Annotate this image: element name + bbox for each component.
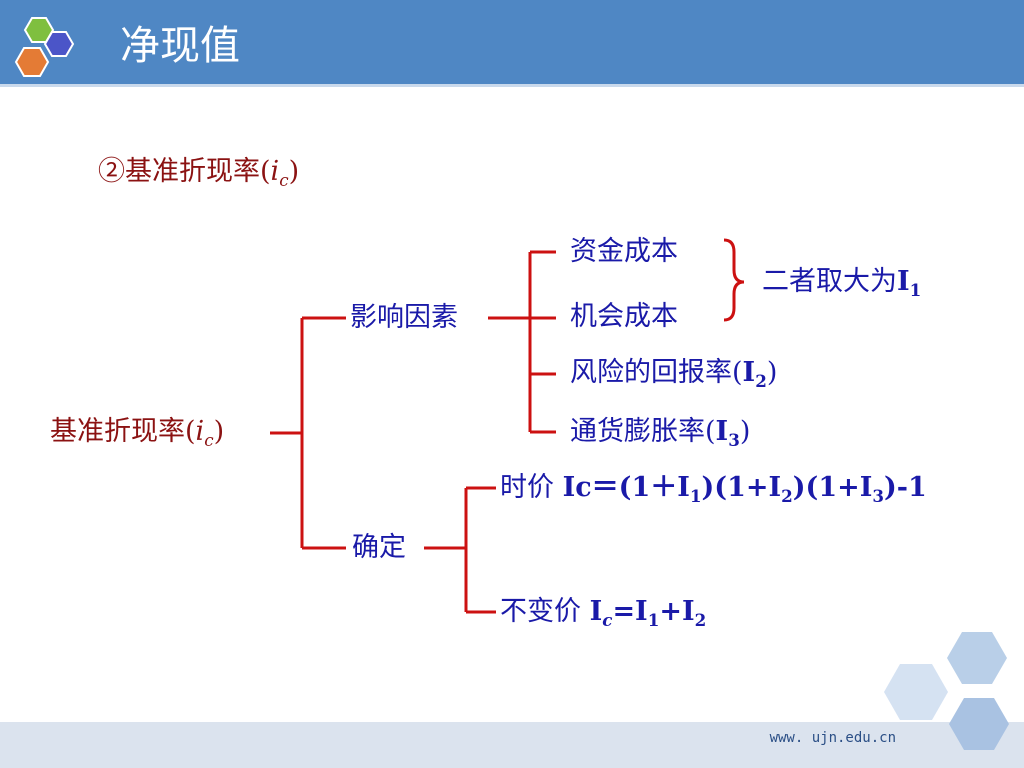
opportunity-cost-item: 机会成本 [570,301,678,332]
root-node-label: 基准折现率(ic) [50,416,225,450]
footer-band [0,722,1024,768]
determine-label: 确定 [352,532,406,563]
hexagon-logo-icon [14,17,75,77]
constant-price-formula: 不变价 Ic=I1+I2 [500,596,707,630]
risk-return-item: 风险的回报率(I2) [570,357,778,391]
header-divider [0,84,1024,87]
page-title: 净现值 [120,23,240,69]
header-bar [0,0,1024,86]
footer-url: www. ujn.edu.cn [769,730,896,746]
factors-label: 影响因素 [350,302,458,333]
subtitle-heading: ②基准折现率(ic) [98,156,300,190]
current-price-formula: 时价 Ic＝(1＋I1)(1+I2)(1+I3)-1 [500,472,927,506]
inflation-item: 通货膨胀率(I3) [570,416,751,450]
capital-cost-item: 资金成本 [570,236,678,267]
decorative-hexagons-icon [884,632,1009,750]
brace-note: 二者取大为I1 [762,266,922,300]
